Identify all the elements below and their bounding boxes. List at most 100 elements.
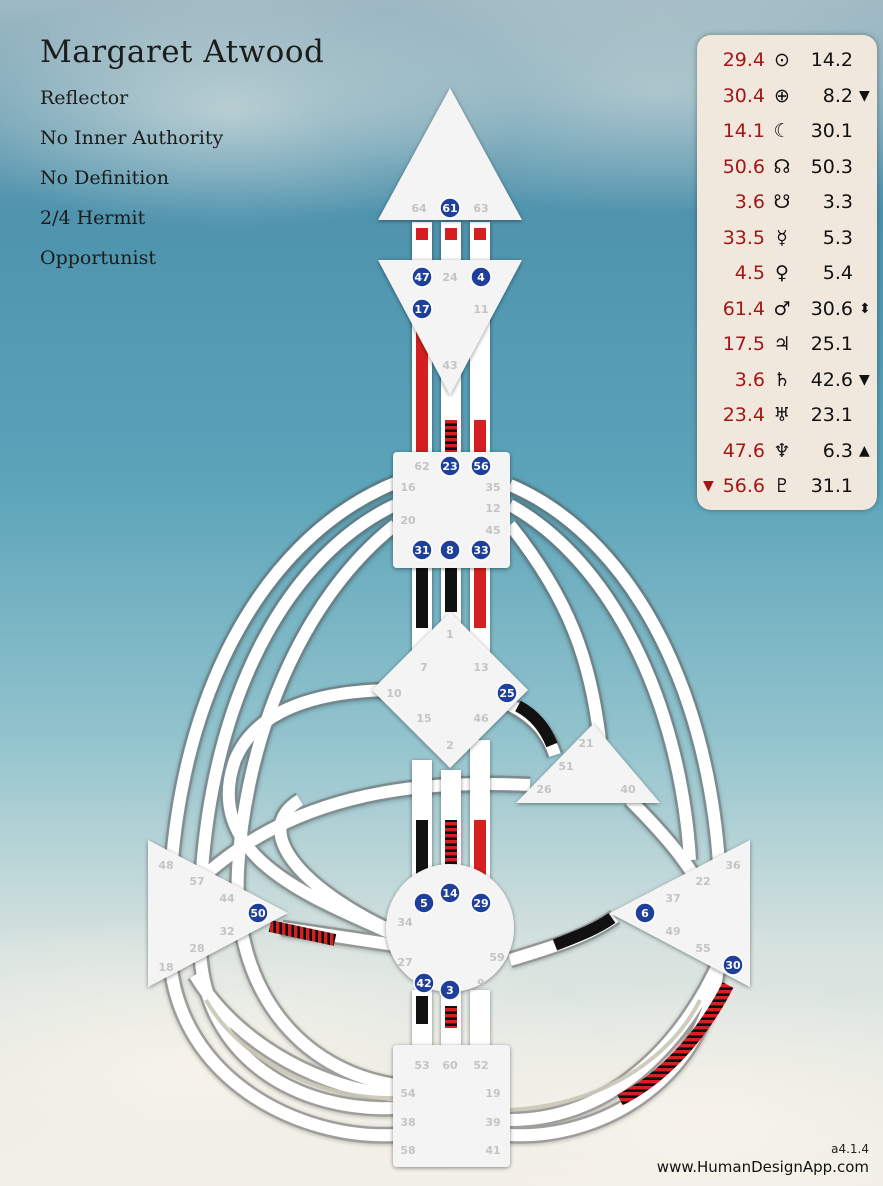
gate-33: 33 bbox=[473, 544, 488, 557]
gate-3: 3 bbox=[446, 984, 454, 997]
uranus-icon: ♅ bbox=[771, 398, 793, 434]
gate-39: 39 bbox=[485, 1116, 500, 1129]
neptune-icon: ♆ bbox=[771, 434, 793, 470]
gate-20: 20 bbox=[400, 514, 416, 527]
gate-34: 34 bbox=[397, 916, 413, 929]
gate-56: 56 bbox=[473, 460, 489, 473]
version-label: a4.1.4 bbox=[831, 1142, 869, 1156]
gate-25: 25 bbox=[499, 687, 514, 700]
personality-value: 30.6 bbox=[811, 292, 853, 328]
gate-4: 4 bbox=[477, 271, 485, 284]
gate-43: 43 bbox=[442, 359, 457, 372]
gate-6: 6 bbox=[641, 907, 649, 920]
gate-42: 42 bbox=[416, 977, 431, 990]
planet-row: 14.1☾ 30.1 bbox=[697, 114, 877, 150]
moon-icon: ☾ bbox=[771, 114, 793, 150]
gate-7: 7 bbox=[420, 661, 428, 674]
gate-14: 14 bbox=[442, 887, 458, 900]
personality-value: 50.3 bbox=[811, 150, 853, 186]
gate-37: 37 bbox=[665, 892, 680, 905]
gate-63: 63 bbox=[473, 202, 488, 215]
gate-31: 31 bbox=[414, 544, 429, 557]
gate-10: 10 bbox=[386, 687, 402, 700]
personality-arrow-icon: ⬍ bbox=[859, 292, 871, 328]
north-node-icon: ☊ bbox=[771, 150, 793, 186]
saturn-icon: ♄ bbox=[771, 363, 793, 399]
design-value: 30.4 bbox=[723, 79, 765, 115]
planet-row: 23.4♅ 23.1 bbox=[697, 398, 877, 434]
gate-32: 32 bbox=[219, 925, 234, 938]
planet-row: 3.6♄ 42.6▼ bbox=[697, 363, 877, 399]
personality-value: 30.1 bbox=[811, 114, 853, 150]
gate-64: 64 bbox=[411, 202, 427, 215]
gate-17: 17 bbox=[414, 303, 429, 316]
gate-16: 16 bbox=[400, 481, 416, 494]
personality-value: 14.2 bbox=[811, 43, 853, 79]
design-value: 14.1 bbox=[723, 114, 765, 150]
gate-22: 22 bbox=[695, 875, 710, 888]
gate-5: 5 bbox=[420, 897, 428, 910]
design-value: 3.6 bbox=[735, 185, 765, 221]
gate-58: 58 bbox=[400, 1144, 415, 1157]
gate-38: 38 bbox=[400, 1116, 415, 1129]
gate-61: 61 bbox=[442, 202, 457, 215]
gate-59: 59 bbox=[489, 951, 504, 964]
design-value: 17.5 bbox=[723, 327, 765, 363]
gate-41: 41 bbox=[485, 1144, 500, 1157]
design-value: 33.5 bbox=[723, 221, 765, 257]
earth-icon: ⊕ bbox=[771, 79, 793, 115]
gate-23: 23 bbox=[442, 460, 457, 473]
gate-11: 11 bbox=[473, 303, 488, 316]
venus-icon: ♀ bbox=[771, 256, 793, 292]
personality-value: 42.6 bbox=[811, 363, 853, 399]
gate-18: 18 bbox=[158, 961, 173, 974]
gate-45: 45 bbox=[485, 524, 500, 537]
gate-60: 60 bbox=[442, 1059, 458, 1072]
gate-1: 1 bbox=[446, 628, 454, 641]
personality-arrow-icon: ▲ bbox=[859, 434, 870, 470]
gate-46: 46 bbox=[473, 712, 489, 725]
gate-36: 36 bbox=[725, 859, 741, 872]
planet-row: 29.4⊙ 14.2 bbox=[697, 43, 877, 79]
design-value: 56.6 bbox=[723, 469, 765, 505]
jupiter-icon: ♃ bbox=[771, 327, 793, 363]
gate-51: 51 bbox=[558, 760, 573, 773]
gate-48: 48 bbox=[158, 859, 173, 872]
planet-row: 33.5☿5.3 bbox=[697, 221, 877, 257]
gate-27: 27 bbox=[397, 956, 412, 969]
personality-arrow-icon: ▼ bbox=[859, 363, 870, 399]
design-value: 4.5 bbox=[735, 256, 765, 292]
website-link[interactable]: www.HumanDesignApp.com bbox=[657, 1158, 869, 1176]
gate-8: 8 bbox=[446, 544, 454, 557]
planet-row: 50.6☊ 50.3 bbox=[697, 150, 877, 186]
gate-21: 21 bbox=[578, 737, 593, 750]
personality-value: 23.1 bbox=[811, 398, 853, 434]
design-value: 29.4 bbox=[723, 43, 765, 79]
gate-44: 44 bbox=[219, 892, 235, 905]
design-value: 50.6 bbox=[723, 150, 765, 186]
personality-value: 5.3 bbox=[823, 221, 853, 257]
design-value: 47.6 bbox=[723, 434, 765, 470]
gate-40: 40 bbox=[620, 783, 636, 796]
personality-value: 8.2 bbox=[823, 79, 853, 115]
gate-9: 9 bbox=[477, 977, 485, 990]
gate-28: 28 bbox=[189, 942, 204, 955]
planet-row: 61.4♂30.6⬍ bbox=[697, 292, 877, 328]
design-value: 23.4 bbox=[723, 398, 765, 434]
design-value: 3.6 bbox=[735, 363, 765, 399]
gate-54: 54 bbox=[400, 1087, 416, 1100]
gate-30: 30 bbox=[725, 959, 741, 972]
personality-value: 31.1 bbox=[811, 469, 853, 505]
design-arrow-icon: ▼ bbox=[703, 469, 714, 505]
personality-value: 5.4 bbox=[823, 256, 853, 292]
sun-icon: ⊙ bbox=[771, 43, 793, 79]
pluto-icon: ♇ bbox=[771, 469, 793, 505]
personality-value: 3.3 bbox=[823, 185, 853, 221]
gate-52: 52 bbox=[473, 1059, 488, 1072]
gate-12: 12 bbox=[485, 502, 500, 515]
gate-15: 15 bbox=[416, 712, 431, 725]
mars-icon: ♂ bbox=[771, 292, 793, 328]
gate-47: 47 bbox=[414, 271, 429, 284]
gate-24: 24 bbox=[442, 271, 458, 284]
